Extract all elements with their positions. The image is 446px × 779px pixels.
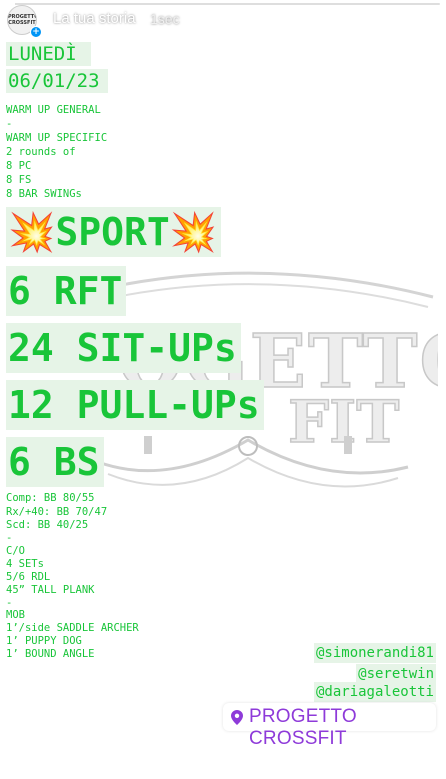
story-progress xyxy=(0,0,446,40)
detail-line: - xyxy=(6,532,13,544)
story-title[interactable]: La tua storia xyxy=(53,10,136,27)
workout-big-line: 24 SIT-UPs xyxy=(6,323,241,373)
warmup-line: 2 rounds of xyxy=(6,146,76,158)
workout-big-line: 12 PULL-UPs xyxy=(6,380,264,430)
add-story-icon[interactable]: + xyxy=(30,26,42,38)
detail-line: 5/6 RDL xyxy=(6,571,51,583)
detail-line: Rx/+40: BB 70/47 xyxy=(6,506,108,518)
warmup-line: WARM UP SPECIFIC xyxy=(6,132,108,144)
avatar-logo-text: PROGETTO CROSSFIT xyxy=(8,14,37,26)
detail-line: MOB xyxy=(6,609,25,621)
warmup-line: 8 BAR SWINGs xyxy=(6,188,82,200)
warmup-line: - xyxy=(6,118,13,130)
progress-track xyxy=(6,3,440,5)
mention-sticker[interactable]: @dariagaleotti xyxy=(313,682,436,702)
location-pin-icon xyxy=(231,710,243,725)
detail-line: 45” TALL PLANK xyxy=(6,584,95,596)
close-icon[interactable] xyxy=(414,8,436,30)
warmup-line: 8 PC xyxy=(6,160,32,172)
detail-line: 1’ BOUND ANGLE xyxy=(6,648,95,660)
location-sticker[interactable]: PROGETTO CROSSFIT xyxy=(223,703,436,749)
workout-big-line: 6 BS xyxy=(6,437,104,487)
warmup-line: 8 FS xyxy=(6,174,32,186)
workout-big-line: 6 RFT xyxy=(6,266,127,316)
workout-title: 💥SPORT💥 xyxy=(6,207,222,257)
location-label: PROGETTO CROSSFIT xyxy=(249,706,357,749)
progress-fill xyxy=(6,3,15,5)
detail-line: - xyxy=(6,597,13,609)
workout-day: LUNEDÌ xyxy=(6,42,91,66)
workout-date: 06/01/23 xyxy=(6,69,108,93)
watermark-text-bottom: FIT xyxy=(288,388,399,456)
mention-sticker[interactable]: @simonerandi81 xyxy=(313,643,436,663)
detail-line: C/O xyxy=(6,545,25,557)
story-timestamp: 1sec xyxy=(150,11,180,27)
detail-line: 4 SETs xyxy=(6,558,44,570)
detail-line: 1’ PUPPY DOG xyxy=(6,635,82,647)
detail-line: Comp: BB 80/55 xyxy=(6,492,95,504)
detail-line: 1’/side SADDLE ARCHER xyxy=(6,622,139,634)
mention-sticker[interactable]: @seretwin xyxy=(356,664,436,684)
detail-line: Scd: BB 40/25 xyxy=(6,519,89,531)
warmup-line: WARM UP GENERAL xyxy=(6,104,101,116)
story-header: PROGETTO CROSSFIT + La tua storia 1sec xyxy=(0,0,446,44)
